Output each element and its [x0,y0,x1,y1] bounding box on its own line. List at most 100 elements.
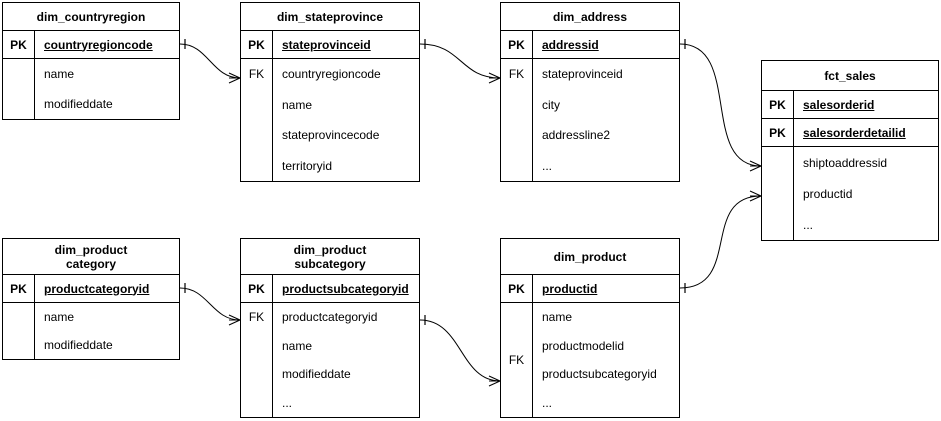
field-name: productcategoryid [44,281,150,296]
cardinality-many-marker [749,190,762,202]
attribute-row[interactable]: productsubcategoryid [542,367,657,382]
attribute-list: countryregioncode name stateprovincecode te… [273,59,419,181]
attribute-row[interactable]: productmodelid [542,338,625,353]
key-badge-fk: FK [241,303,273,417]
entity-field-row[interactable]: PK countryregioncode [3,31,179,59]
relationship-product-to-fctsales[interactable] [679,190,762,293]
key-badge-pk: PK [3,275,35,302]
entity-title-fct_sales: fct_sales [762,61,938,91]
attribute-row[interactable]: name [282,338,313,353]
attribute-row[interactable]: territoryid [282,158,333,173]
entity-title-line: dim_product [54,242,128,257]
field-name: addressid [542,37,599,52]
entity-field-row[interactable]: PK salesorderid [762,91,938,119]
entity-title-line: dim_product [293,242,367,257]
attribute-list: name modifieddate [35,303,179,359]
field-name: countryregioncode [44,37,153,52]
key-badge-pk: PK [3,31,35,58]
entity-title-dim_product: dim_product [501,239,679,275]
cardinality-many-marker [228,314,241,326]
key-badge-pk: PK [501,31,533,58]
entity-field-row[interactable]: PK stateprovinceid [241,31,419,59]
field-name: salesorderid [803,97,875,112]
key-badge-pk: PK [762,91,794,118]
field-name: stateprovinceid [282,37,371,52]
attribute-row[interactable]: productid [803,186,853,201]
attribute-row[interactable]: modifieddate [44,97,113,111]
attribute-row[interactable]: name [282,97,313,112]
entity-title-dim_countryregion: dim_countryregion [3,3,179,31]
cardinality-many-marker [488,375,501,387]
attribute-list: name productmodelid productsubcategoryid..… [533,303,679,417]
attribute-row[interactable]: addressline2 [542,128,611,143]
attribute-row[interactable]: ... [282,395,293,410]
entity-attribute-block: shiptoaddressid productid... [762,147,938,240]
entity-field-row[interactable]: PK productsubcategoryid [241,275,419,303]
relationship-line [179,287,241,321]
attribute-row[interactable]: countryregioncode [282,67,381,82]
entity-field-row[interactable]: PK productcategoryid [3,275,179,303]
field-name: salesorderdetailid [803,125,906,140]
entity-title-dim_address: dim_address [501,3,679,31]
attribute-row[interactable]: stateprovincecode [282,128,380,143]
entity-field-row[interactable]: PK addressid [501,31,679,59]
entity-title-line: category [65,256,117,271]
entity-attribute-block: FK productcategoryid name modifieddate... [241,303,419,417]
relationship-productcategory-to-subcategory[interactable] [179,283,241,326]
entity-title-line: dim_address [552,9,628,24]
attribute-row[interactable]: modifieddate [282,367,351,382]
relationship-line [179,43,241,79]
attribute-row[interactable]: shiptoaddressid [803,155,888,170]
cardinality-many-marker [228,72,241,84]
key-badge-pk: PK [501,275,533,302]
relationship-stateprovince-to-address[interactable] [419,39,501,84]
key-badge-pk: PK [241,31,273,58]
cardinality-many-marker [488,72,501,84]
attribute-row[interactable]: ... [542,395,553,410]
attribute-row[interactable]: ... [542,158,553,173]
field-name: productid [542,281,598,296]
relationship-subcategory-to-product[interactable] [419,315,501,387]
relationship-line [679,43,762,167]
key-badge-fk: FK [501,303,533,417]
relationship-address-to-fctsales[interactable] [679,39,762,172]
attribute-row[interactable]: productcategoryid [282,310,378,325]
entity-attribute-block: name modifieddate [3,303,179,359]
attribute-row[interactable]: name [44,310,75,324]
relationship-countryregion-to-stateprovince[interactable] [179,39,241,84]
key-badge-none [3,59,35,119]
attribute-row[interactable]: ... [803,217,814,232]
attribute-row[interactable]: stateprovinceid [542,67,623,82]
attribute-list: shiptoaddressid productid... [794,147,938,240]
attribute-row[interactable]: city [542,97,560,112]
entity-attribute-block: FK countryregioncode name stateprovincecode… [241,59,419,181]
entity-field-row[interactable]: PK productid [501,275,679,303]
key-badge-fk: FK [501,59,533,181]
entity-attribute-block: FK stateprovinceid city addressline2... [501,59,679,181]
key-badge-fk: FK [241,59,273,181]
entity-title-line: fct_sales [824,68,876,83]
field-name: productsubcategoryid [282,281,409,296]
attribute-list: stateprovinceid city addressline2... [533,59,679,181]
attribute-list: name modifieddate [35,59,179,119]
entity-title-line: dim_countryregion [36,9,146,24]
key-badge-pk: PK [241,275,273,302]
key-badge-none [3,303,35,359]
entity-title-line: dim_stateprovince [276,9,384,24]
relationship-line [419,319,501,382]
attribute-row[interactable]: name [44,67,75,81]
attribute-row[interactable]: name [542,310,573,325]
cardinality-many-marker [749,160,762,172]
attribute-row[interactable]: modifieddate [44,338,113,352]
relationship-line [679,195,762,289]
